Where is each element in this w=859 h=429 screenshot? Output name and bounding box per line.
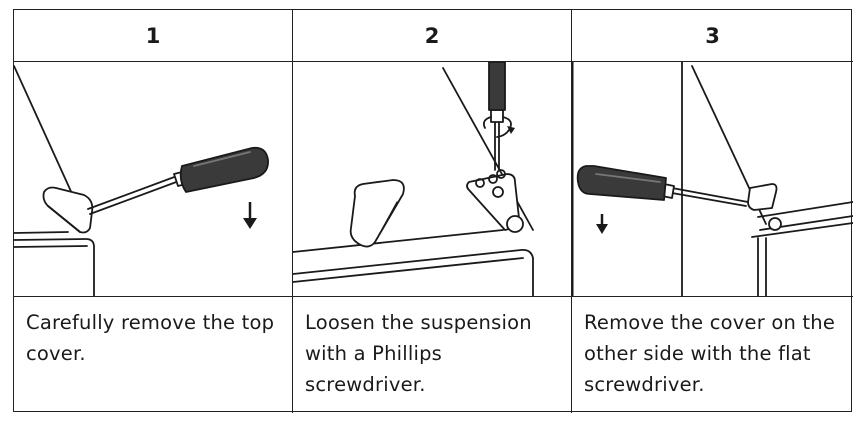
flat-screwdriver-handle (576, 165, 667, 201)
down-arrow-icon (243, 202, 257, 229)
phillips-screwdriver-handle (488, 62, 506, 111)
down-arrow-icon (596, 214, 608, 234)
step-3-number: 3 (572, 10, 853, 62)
instruction-table: 1 2 3 (13, 9, 853, 413)
loose-cover (349, 179, 405, 248)
side-cover (747, 183, 778, 211)
step-1-number: 1 (14, 10, 293, 62)
step-2-number: 2 (293, 10, 572, 62)
top-cover (42, 186, 94, 234)
step-2-caption: Loosen the suspension with a Phillips sc… (293, 297, 572, 413)
screwdriver-handle (179, 146, 269, 193)
step-3-illustration (572, 62, 853, 297)
step-2-illustration (293, 62, 572, 297)
step-3-caption: Remove the cover on the other side with … (584, 311, 836, 396)
step-1-caption: Carefully remove the top cover. (14, 297, 293, 413)
step-1-illustration (14, 62, 293, 297)
